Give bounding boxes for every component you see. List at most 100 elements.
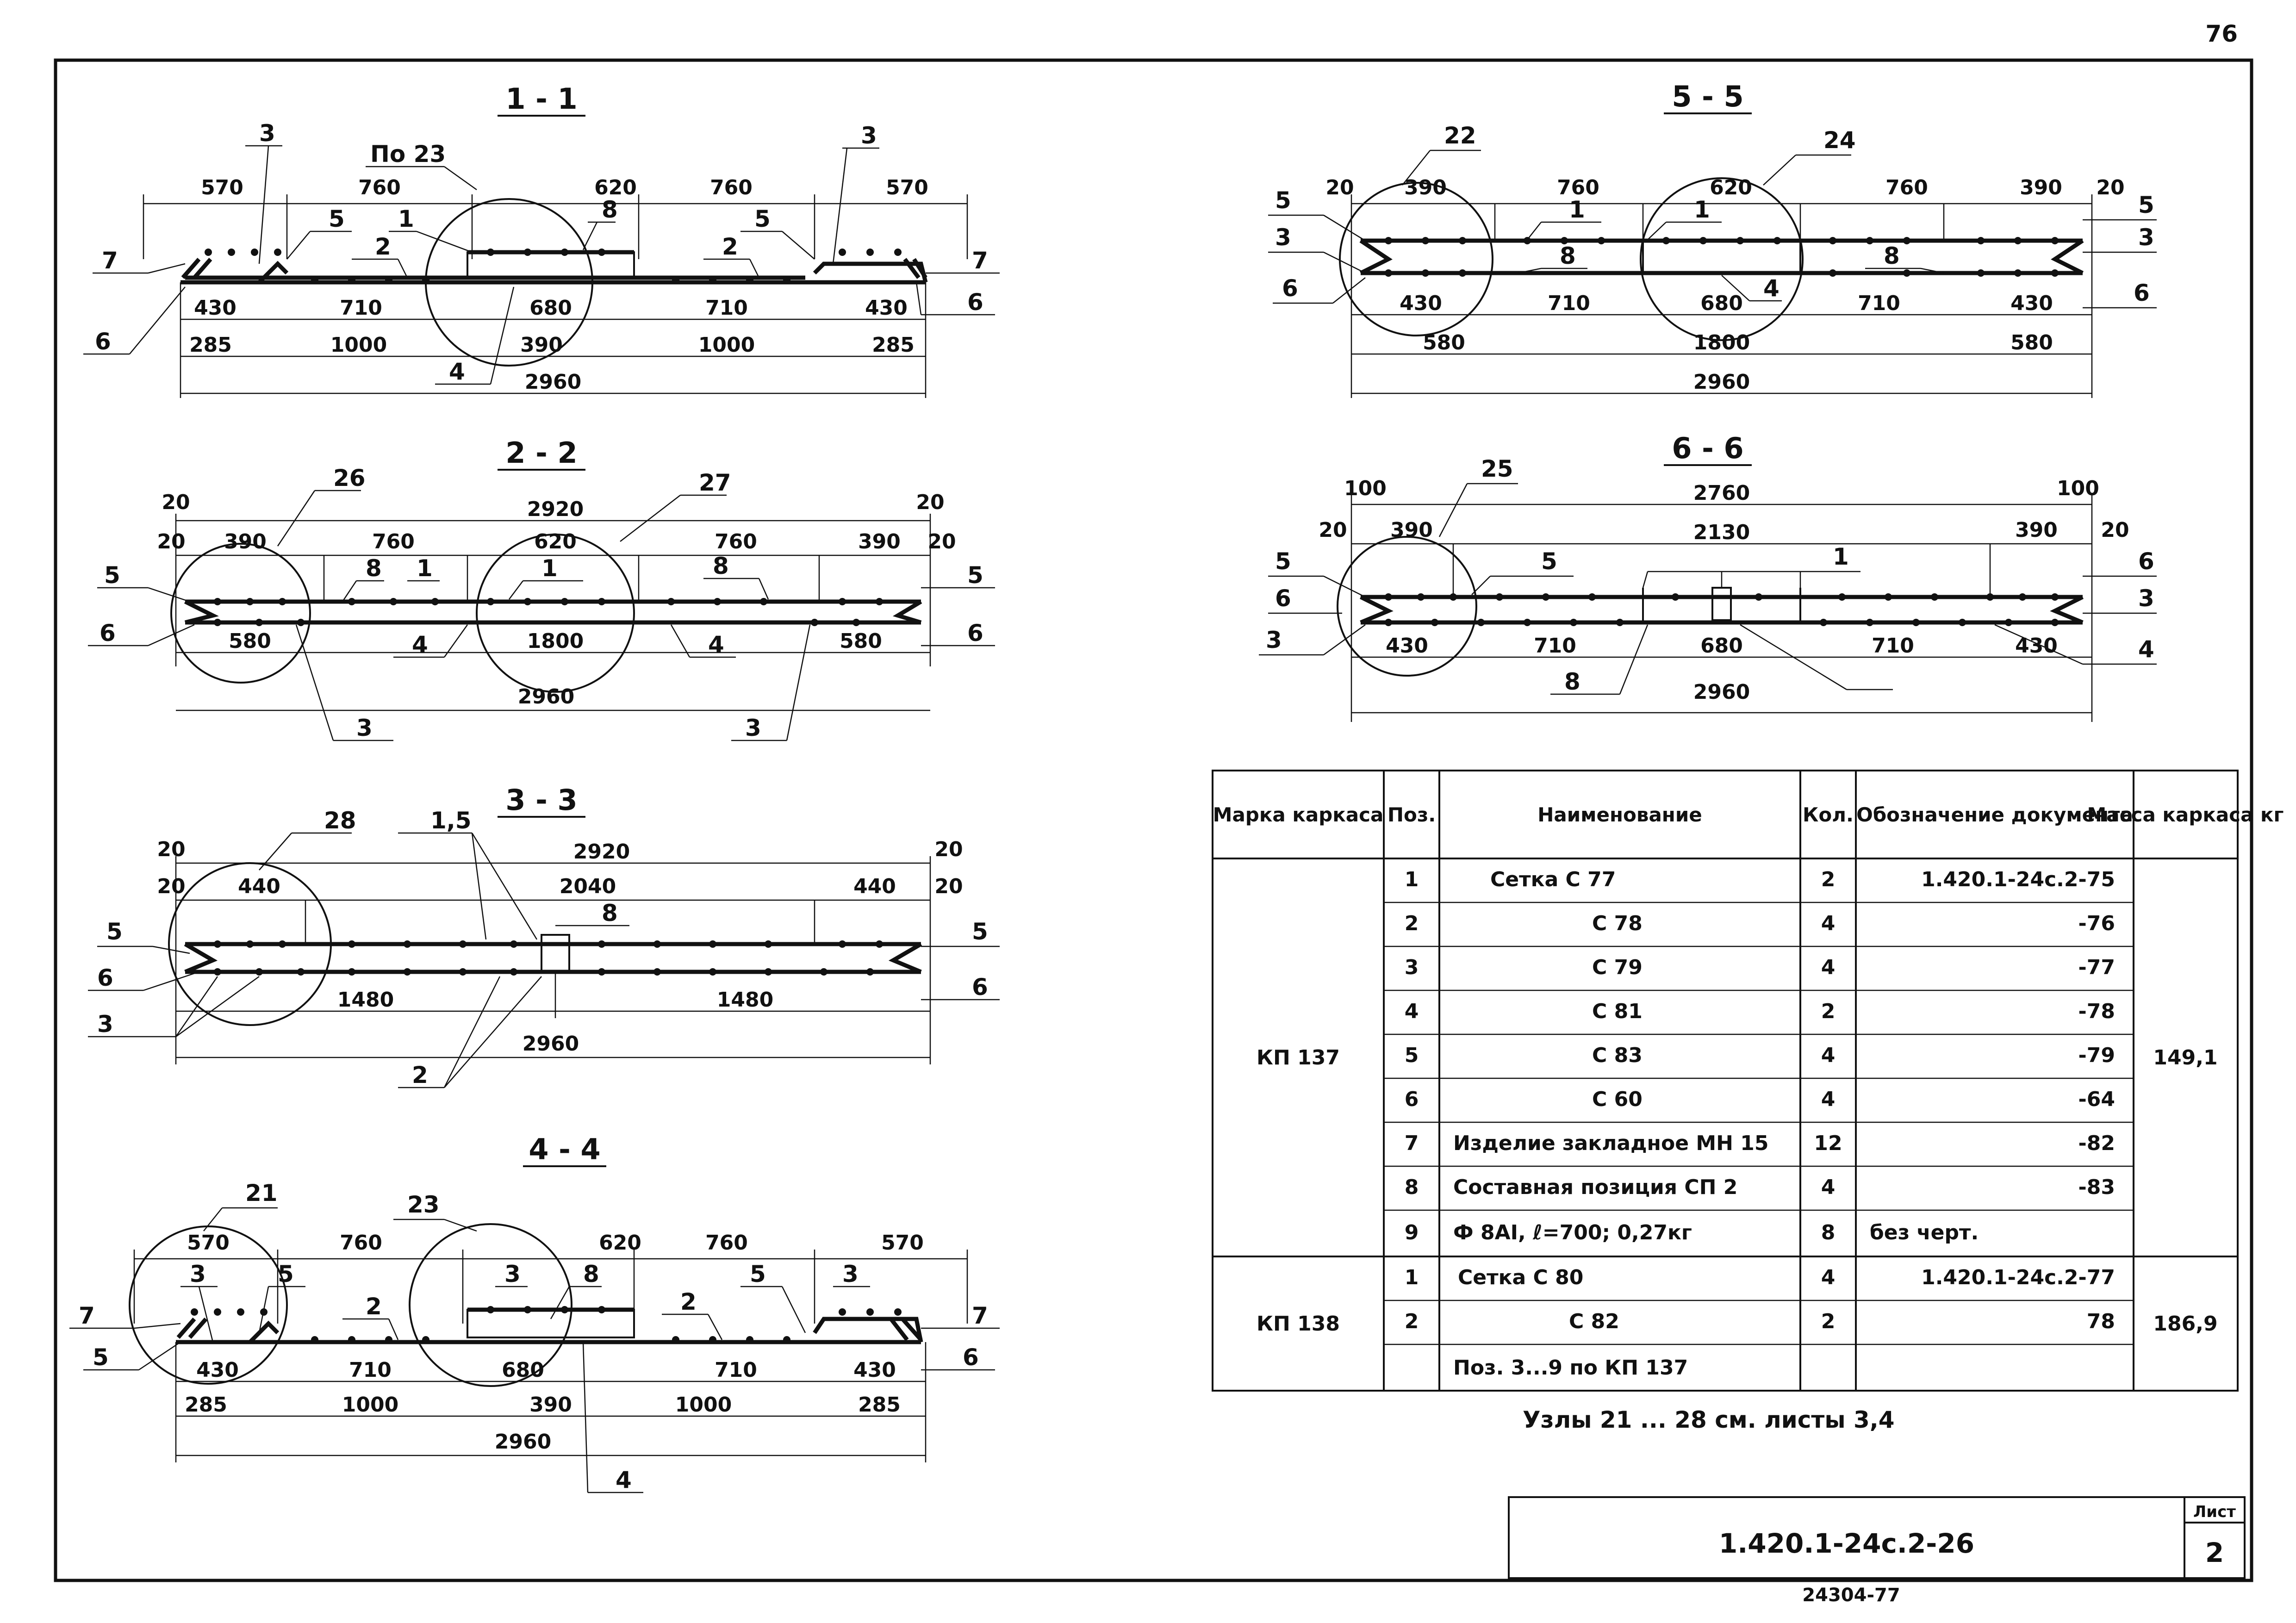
callout: 3 — [356, 715, 373, 741]
dim-text: 1480 — [717, 988, 773, 1012]
name-cell: Сетка С 77 — [1490, 868, 1616, 891]
qty-cell: 4 — [1821, 1088, 1836, 1111]
mark-cell: КП 138 — [1257, 1312, 1340, 1336]
sheet-frame — [54, 58, 2253, 1582]
total-dim: 2960 — [1693, 680, 1750, 704]
dim-text: 20 — [2101, 518, 2129, 542]
callout: 28 — [324, 807, 356, 834]
dim-text: 390 — [224, 530, 267, 553]
dim-text: 710 — [1534, 634, 1576, 658]
doc-cell: -79 — [2078, 1044, 2116, 1067]
dim-text: 710 — [1548, 292, 1590, 315]
callout: 4 — [1763, 275, 1780, 302]
doc-cell: -82 — [2078, 1132, 2116, 1155]
total-dim: 2960 — [495, 1430, 551, 1454]
doc-cell: 1.420.1-24с.2-77 — [1921, 1266, 2115, 1289]
dim-text: 430 — [2010, 292, 2053, 315]
dim-text: 2040 — [560, 875, 616, 898]
callout: 5 — [1275, 187, 1291, 214]
pos-cell: 4 — [1405, 1000, 1419, 1023]
callout: 3 — [259, 120, 275, 147]
callout: 8 — [602, 196, 618, 223]
callout: 3 — [745, 715, 761, 741]
dim-text: 710 — [1858, 292, 1900, 315]
callout: 4 — [708, 631, 724, 658]
callout: 8 — [602, 900, 618, 927]
dim-text: 285 — [872, 333, 915, 357]
doc-cell: -76 — [2078, 912, 2116, 935]
doc-cell: 78 — [2087, 1310, 2115, 1333]
doc-cell: 1.420.1-24с.2-75 — [1921, 868, 2115, 891]
callout: 6 — [963, 1344, 979, 1371]
dim-text: 430 — [2015, 634, 2058, 658]
callout: 1 — [1694, 196, 1710, 223]
section-title: 3 - 3 — [505, 783, 577, 817]
dim-text: 20 — [157, 838, 185, 861]
dim-text: 390 — [1404, 176, 1447, 199]
name-cell: Ф 8АⅠ, ℓ=700; 0,27кг — [1453, 1221, 1692, 1244]
dim-text: 390 — [520, 333, 563, 357]
qty-cell: 4 — [1821, 1044, 1836, 1067]
dim-text: 2760 — [1693, 481, 1750, 505]
doc-cell: -83 — [2078, 1175, 2116, 1199]
callout: 6 — [967, 620, 983, 647]
dim-text: 1000 — [698, 333, 755, 357]
dim-text: 760 — [372, 530, 415, 553]
callout: 3 — [190, 1261, 206, 1287]
dim-text: 1000 — [342, 1393, 398, 1417]
header-mass: Масса каркаса кг — [2087, 803, 2284, 826]
callout: 1,5 — [430, 807, 472, 834]
callout: 1 — [417, 555, 433, 582]
callout: 26 — [333, 465, 366, 491]
callout: 7 — [972, 247, 988, 274]
callout: 1 — [541, 555, 558, 582]
dim-text: 390 — [858, 530, 901, 553]
header-mark: Марка каркаса — [1213, 803, 1384, 826]
dim-text: 430 — [1386, 634, 1428, 658]
dim-text: 580 — [2010, 331, 2053, 354]
name-cell: Составная позиция СП 2 — [1453, 1175, 1737, 1199]
pos-cell: 9 — [1405, 1221, 1419, 1244]
name-cell: Сетка С 80 — [1458, 1266, 1583, 1289]
dim-text: 20 — [916, 491, 944, 514]
title-block: 1.420.1-24с.2-26 Лист 2 24304-77 — [1508, 1496, 2246, 1606]
name-cell: Поз. 3...9 по КП 137 — [1453, 1356, 1688, 1380]
dim-text: 710 — [715, 1358, 757, 1382]
dim-text: 710 — [1872, 634, 1914, 658]
qty-cell: 4 — [1821, 1266, 1836, 1289]
callout: 2 — [366, 1293, 382, 1320]
dim-text: 580 — [840, 629, 882, 653]
callout: 7 — [79, 1302, 95, 1329]
section-title: 2 - 2 — [505, 436, 577, 470]
dim-text: 680 — [529, 296, 572, 320]
callout: 4 — [449, 358, 465, 385]
pos-cell: 8 — [1405, 1175, 1419, 1199]
section-2-2: 2 - 2 20 2920 20 20 390 760 620 760 390 … — [88, 436, 995, 741]
dim-text: 285 — [858, 1393, 901, 1417]
name-cell: Изделие закладное МН 15 — [1453, 1132, 1769, 1155]
callout: 8 — [1884, 243, 1900, 269]
spec-table: Марка каркаса Поз. Наименование Кол. Обо… — [1212, 770, 2284, 1392]
callout: 5 — [104, 562, 120, 589]
callout: 5 — [106, 918, 123, 945]
dim-text: 680 — [1700, 634, 1743, 658]
dim-text: 1000 — [330, 333, 387, 357]
callout: 8 — [713, 553, 729, 579]
dim-text: 760 — [1557, 176, 1599, 199]
qty-cell: 4 — [1821, 956, 1836, 979]
callout: 5 — [967, 562, 983, 589]
callout: 3 — [1266, 627, 1282, 653]
qty-cell: 8 — [1821, 1221, 1836, 1244]
dim-text: 20 — [1319, 518, 1347, 542]
callout: 3 — [2138, 585, 2154, 612]
section-title: 1 - 1 — [505, 82, 577, 116]
name-cell: С 60 — [1592, 1088, 1643, 1111]
sheet-label: Лист — [2193, 1503, 2236, 1521]
callout: 5 — [93, 1344, 109, 1371]
dim-text: 100 — [2057, 477, 2099, 500]
dim-text: 620 — [1710, 176, 1752, 199]
dim-text: 2920 — [527, 497, 584, 521]
doc-cell: без черт. — [1870, 1221, 1979, 1244]
callout: 2 — [722, 233, 738, 260]
